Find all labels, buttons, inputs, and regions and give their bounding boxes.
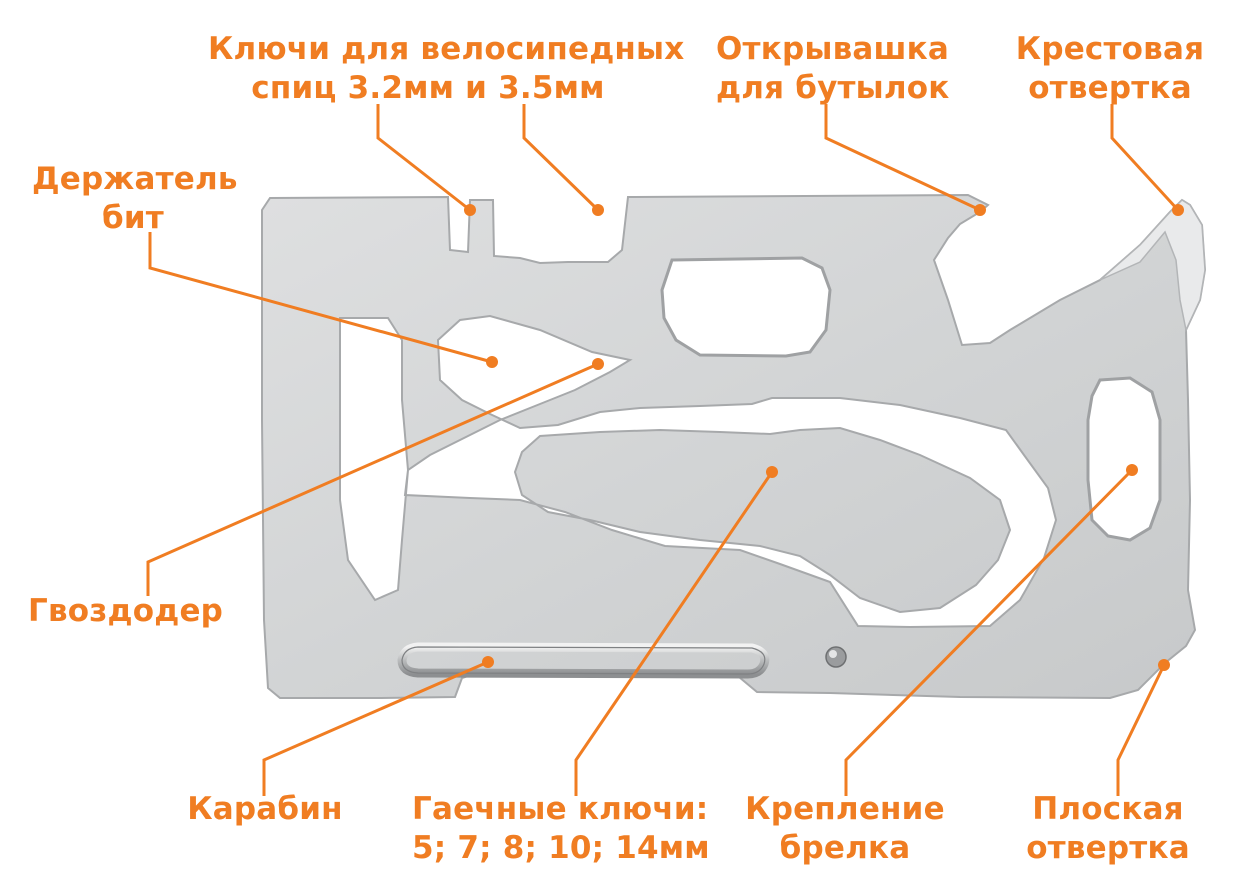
bottle-opener-hole-rim — [660, 256, 832, 358]
label-bottle-opener-line2: для бутылок — [716, 70, 950, 106]
leader-dot-bit-holder — [486, 356, 498, 368]
leader-dot-spoke-2 — [592, 204, 604, 216]
label-carabiner: Карабин — [180, 790, 350, 829]
leader-line-flat-screwdriver — [1116, 664, 1166, 796]
label-keyring-line2: брелка — [779, 830, 911, 866]
leader-dot-spoke-1 — [464, 204, 476, 216]
keyring-slot-rim — [1086, 376, 1162, 542]
label-spanners-line2: 5; 7; 8; 10; 14мм — [412, 830, 710, 866]
label-phillips-line2: отвертка — [1028, 70, 1192, 106]
label-bit-holder-line2: бит — [102, 200, 164, 236]
label-phillips-screwdriver: Крестовая отвертка — [1010, 30, 1210, 108]
label-nail-puller-line1: Гвоздодер — [28, 593, 224, 629]
rivet-highlight — [829, 650, 837, 658]
label-spanners-line1: Гаечные ключи: — [412, 791, 709, 827]
leader-dot-carabiner — [482, 656, 494, 668]
label-flat-screwdriver-line2: отвертка — [1026, 830, 1190, 866]
leader-line-keyring — [844, 468, 1134, 796]
label-bottle-opener-line1: Открывашка — [716, 31, 950, 67]
label-bottle-opener: Открывашка для бутылок — [716, 30, 950, 108]
leader-dot-bottle-opener — [974, 204, 986, 216]
carabiner-wire-outline — [401, 646, 766, 675]
label-spanners: Гаечные ключи: 5; 7; 8; 10; 14мм — [412, 790, 710, 868]
label-bit-holder-line1: Держатель — [32, 161, 238, 197]
leader-dot-spanners — [766, 466, 778, 478]
leader-dot-phillips — [1172, 204, 1184, 216]
label-spoke-wrench-line2: спиц 3.2мм и 3.5мм — [251, 70, 605, 106]
leader-dot-nail-puller — [592, 358, 604, 370]
leader-line-bit-holder — [148, 232, 493, 364]
label-spoke-wrench-line1: Ключи для велосипедных — [208, 31, 685, 67]
rivet-icon — [825, 646, 847, 668]
leader-dots — [464, 204, 1184, 671]
label-keyring-mount: Крепление брелка — [740, 790, 950, 868]
leader-line-nail-puller — [146, 362, 599, 596]
label-bit-holder: Держатель бит — [32, 160, 242, 238]
leader-line-carabiner — [262, 660, 489, 796]
leader-line-bottle-opener — [824, 104, 981, 212]
leader-lines — [146, 104, 1180, 796]
leader-dot-keyring — [1126, 464, 1138, 476]
leader-line-phillips — [1110, 104, 1180, 212]
label-spoke-wrench: Ключи для велосипедных спиц 3.2мм и 3.5м… — [208, 30, 685, 108]
label-flat-screwdriver: Плоская отвертка — [1018, 790, 1198, 868]
label-keyring-line1: Крепление — [745, 791, 945, 827]
leader-line-spoke-2 — [522, 104, 600, 212]
leader-line-spoke-1 — [376, 104, 471, 212]
leader-line-spanners — [574, 471, 774, 796]
label-carabiner-line1: Карабин — [187, 791, 343, 827]
label-flat-screwdriver-line1: Плоская — [1032, 791, 1184, 827]
label-phillips-line1: Крестовая — [1015, 31, 1205, 67]
multitool-body — [261, 193, 1207, 700]
label-nail-puller: Гвоздодер — [28, 592, 228, 631]
leader-dot-flat-screwdriver — [1158, 659, 1170, 671]
